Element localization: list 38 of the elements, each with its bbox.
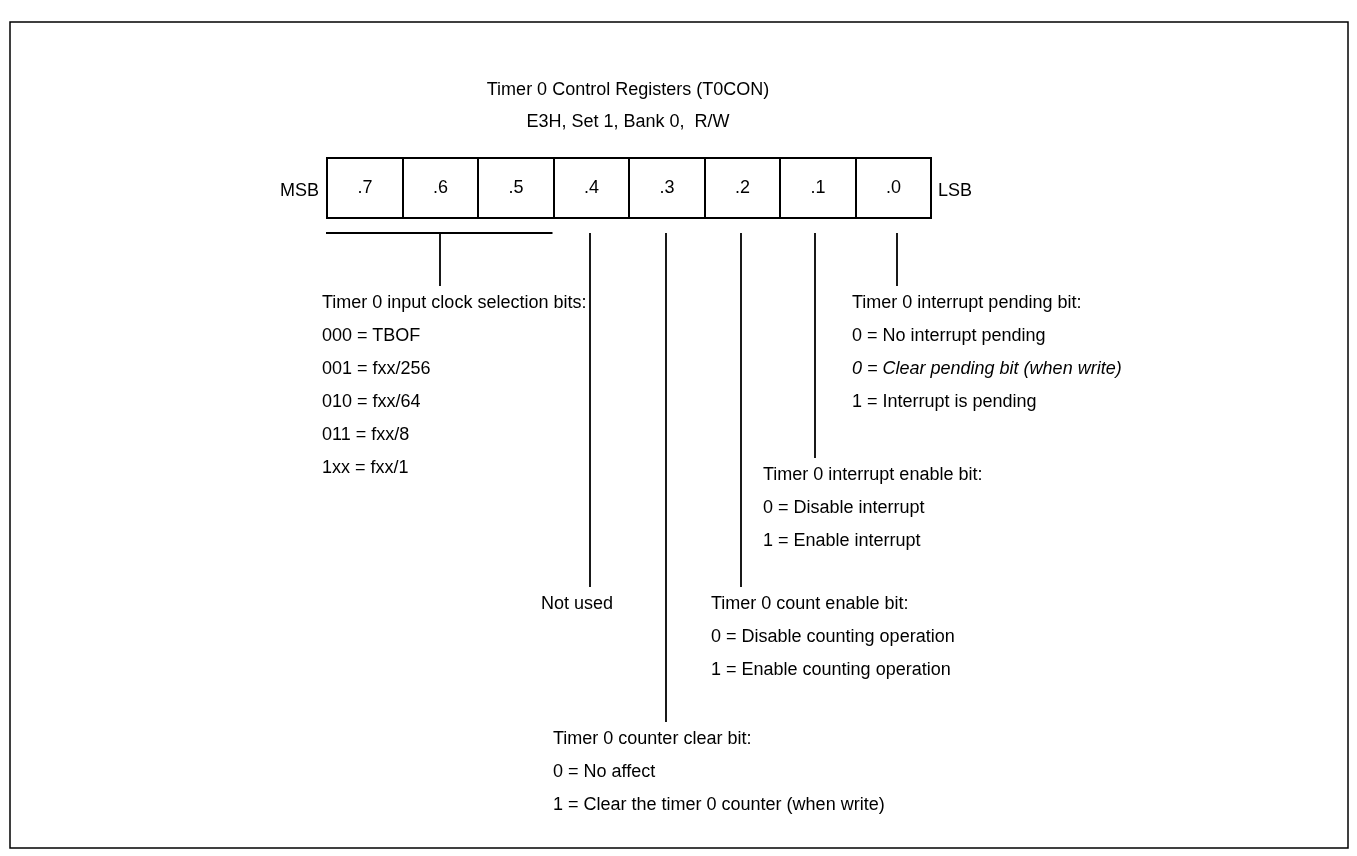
bit-description-heading: Timer 0 input clock selection bits: bbox=[322, 291, 587, 314]
bit-cell: .4 bbox=[553, 157, 630, 219]
value-description: 1xx = fxx/1 bbox=[322, 456, 410, 479]
value-description: 1 = Clear the timer 0 counter (when write) bbox=[553, 793, 885, 816]
bit-description: Not used bbox=[541, 592, 614, 615]
value-description: 011 = fxx/8 bbox=[322, 423, 411, 446]
lsb-label: LSB bbox=[938, 179, 973, 202]
leader-line bbox=[589, 232, 591, 588]
bit-cell: .2 bbox=[704, 157, 781, 219]
register-title: Timer 0 Control Registers (T0CON) bbox=[485, 78, 771, 101]
bit-description-heading: Timer 0 interrupt enable bit: bbox=[763, 463, 983, 486]
leader-line bbox=[740, 232, 742, 588]
bit-cell: .3 bbox=[628, 157, 706, 219]
value-description: 1 = Enable counting operation bbox=[711, 658, 952, 681]
value-description: 0 = Disable counting operation bbox=[711, 625, 955, 648]
msb-label: MSB bbox=[280, 179, 319, 202]
value-description: 0 = Disable interrupt bbox=[763, 496, 926, 519]
leader-line bbox=[814, 232, 816, 459]
value-description: 1 = Enable interrupt bbox=[763, 529, 922, 552]
bit-description-heading: Timer 0 count enable bit: bbox=[711, 592, 910, 615]
value-description: 0 = No interrupt pending bbox=[852, 324, 1047, 347]
leader-line bbox=[665, 232, 667, 723]
register-address: E3H, Set 1, Bank 0, R/W bbox=[525, 110, 731, 133]
bit-cell: .6 bbox=[402, 157, 479, 219]
bracket-leader-line bbox=[325, 232, 554, 287]
value-description: 000 = TBOF bbox=[322, 324, 422, 347]
bit-cell: .5 bbox=[477, 157, 555, 219]
bit-cell: .1 bbox=[779, 157, 857, 219]
value-description: 001 = fxx/256 bbox=[322, 357, 432, 380]
value-description: 0 = No affect bbox=[553, 760, 657, 783]
bit-cell: .0 bbox=[855, 157, 932, 219]
bit-description-heading: Timer 0 interrupt pending bit: bbox=[852, 291, 1083, 314]
value-description: 0 = Clear pending bit (when write) bbox=[852, 357, 1122, 380]
bit-cell: .7 bbox=[326, 157, 404, 219]
bit-description-heading: Timer 0 counter clear bit: bbox=[553, 727, 753, 750]
leader-line bbox=[896, 232, 898, 287]
value-description: 010 = fxx/64 bbox=[322, 390, 422, 413]
value-description: 1 = Interrupt is pending bbox=[852, 390, 1038, 413]
